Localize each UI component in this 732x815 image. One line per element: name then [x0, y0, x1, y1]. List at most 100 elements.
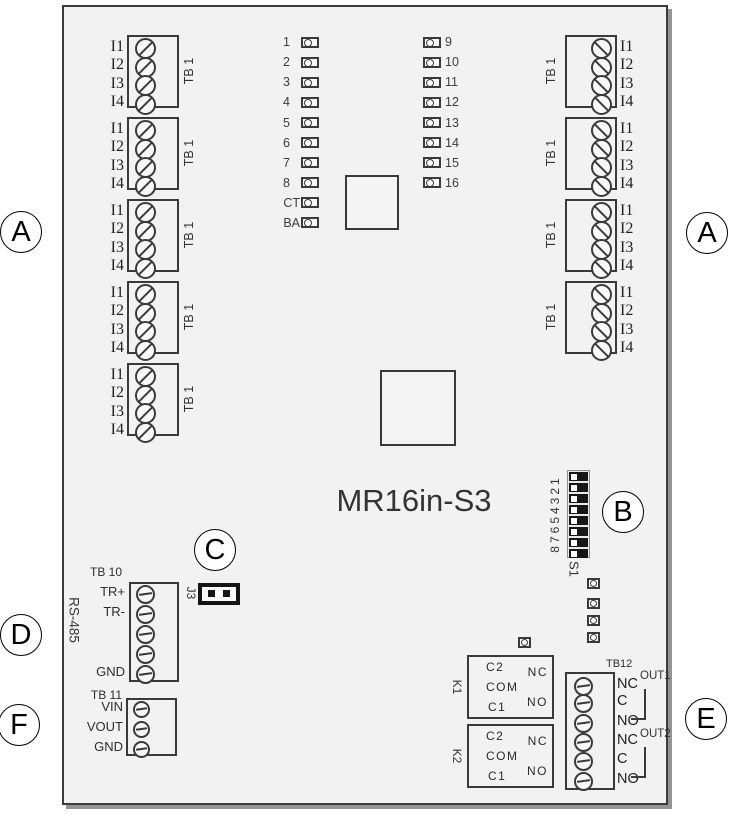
tb12-label: TB12 [606, 658, 633, 670]
callout-f: F [0, 704, 40, 746]
terminal-block-label: TB 1 [544, 57, 558, 85]
screw-terminal [133, 720, 150, 738]
callout-e: E [685, 698, 727, 740]
tb11-gnd-label: GND [94, 739, 123, 754]
relay-k2: C2 NC COM C1 NO [467, 724, 554, 788]
led-label: 6 [283, 135, 290, 150]
led-label: 8 [283, 175, 290, 190]
screw-terminal [591, 93, 612, 115]
screw-terminal [591, 157, 612, 178]
screw-terminal [591, 202, 612, 223]
dip-switch-s1 [567, 470, 590, 558]
terminal-block-label: TB 1 [544, 139, 558, 167]
dip-switch-position [569, 505, 588, 514]
tb10-label: TB 10 [89, 565, 122, 579]
led-indicator [423, 96, 441, 108]
terminal-block-outline [127, 199, 179, 279]
pin-label: I4 [110, 93, 124, 110]
pin-label: I2 [110, 138, 124, 155]
pin-label: I2 [620, 220, 634, 237]
relay-c2-label: C2 [486, 660, 505, 674]
relay-k1: C2 NC COM C1 NO [467, 655, 554, 719]
pin-label: I3 [110, 74, 124, 92]
terminal-block-label: TB 1 [544, 221, 558, 249]
led-label: BA [283, 215, 300, 230]
pin-label: I2 [110, 384, 124, 401]
led-label: 12 [445, 95, 459, 109]
pin-label: I2 [110, 56, 124, 73]
pin-label: I4 [110, 257, 124, 274]
terminal-block-label: TB 1 [182, 385, 196, 413]
jumper-label: J3 [184, 586, 198, 600]
out1-bracket-line [631, 718, 646, 720]
terminal-block-label: TB 1 [544, 303, 558, 331]
pin-label: I4 [110, 175, 124, 192]
terminal-block-label: TB 1 [182, 57, 196, 85]
vin-label: VIN [101, 699, 123, 714]
screw-terminal [135, 175, 156, 197]
pin-label: I3 [620, 74, 634, 92]
led-indicator [301, 157, 319, 168]
screw-terminal [573, 771, 593, 791]
out2-bracket-line [644, 747, 646, 778]
tb12-terminal-outline [565, 672, 615, 791]
screw-terminal [135, 584, 155, 604]
screw-terminal [591, 257, 612, 279]
screw-terminal [135, 120, 156, 141]
pin-label: I4 [110, 421, 124, 438]
callout-c: C [194, 529, 236, 571]
led-indicator [423, 76, 441, 88]
terminal-block-label: TB 1 [182, 303, 196, 331]
pin-label: I3 [110, 238, 124, 256]
screw-terminal [591, 321, 612, 342]
solder-pad [587, 578, 600, 589]
out2-bracket-line [631, 776, 646, 778]
pin-label: I1 [620, 283, 634, 301]
pin-label: I1 [620, 119, 634, 137]
led-indicator [423, 137, 441, 148]
terminal-block-outline [565, 199, 617, 279]
led-indicator [301, 76, 319, 88]
led-label: 3 [283, 75, 290, 89]
screw-terminal [573, 732, 593, 752]
screw-terminal [591, 75, 612, 96]
screw-terminal [135, 284, 156, 305]
pin-label: I4 [620, 339, 634, 356]
screw-terminal [135, 403, 156, 424]
terminal-block-outline [127, 281, 179, 361]
out1-group-label: OUT1 [640, 670, 671, 682]
dip-switch-position [569, 538, 588, 547]
pin-label: I1 [620, 201, 634, 219]
dip-switch-position [569, 516, 588, 525]
led-indicator [301, 96, 319, 108]
out-pin-label: NO [617, 771, 639, 787]
solder-pad [587, 632, 600, 643]
pin-label: I1 [110, 119, 124, 137]
vout-label: VOUT [86, 719, 123, 734]
led-indicator [423, 56, 441, 68]
screw-terminal [133, 740, 150, 758]
screw-terminal [133, 700, 150, 718]
screw-terminal [573, 713, 593, 733]
pin-label: I2 [110, 220, 124, 237]
dip-switch-position [569, 549, 588, 558]
relay-k1-name: K1 [450, 679, 464, 695]
out-pin-label: C [617, 693, 628, 709]
ic-chip-large [380, 370, 456, 446]
pin-label: I2 [620, 302, 634, 319]
screw-terminal [135, 239, 156, 260]
rs485-bus-label: RS-485 [66, 597, 82, 643]
screw-terminal [591, 339, 612, 361]
relay-c1-label: C1 [488, 700, 507, 714]
led-label: 9 [445, 35, 452, 49]
pin-label: I2 [620, 138, 634, 155]
led-label: 1 [283, 35, 290, 49]
led-indicator [301, 56, 319, 68]
